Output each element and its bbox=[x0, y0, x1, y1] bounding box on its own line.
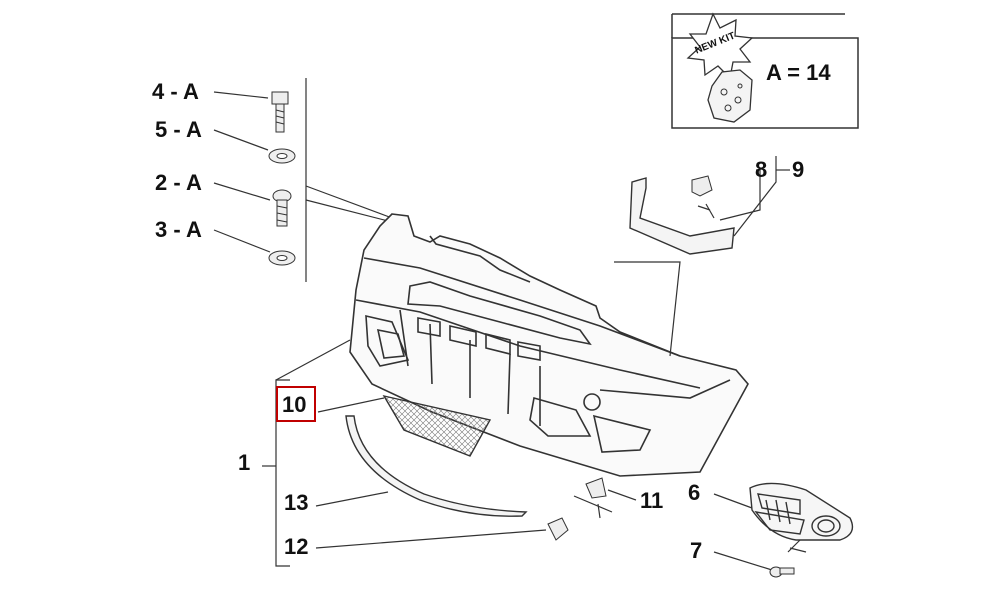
bracket-clip-icon bbox=[585, 477, 607, 499]
callout-7: 7 bbox=[690, 538, 703, 563]
callout-3: 3 - A bbox=[155, 217, 202, 242]
callout-8: 8 bbox=[755, 157, 768, 182]
fog-lamp-grille bbox=[749, 482, 854, 541]
kit-box bbox=[671, 12, 859, 129]
callout-2: 2 - A bbox=[155, 170, 202, 195]
callout-leaders bbox=[262, 156, 807, 571]
lower-trim-strip bbox=[345, 415, 528, 517]
bolt-4-icon bbox=[271, 91, 289, 133]
callout-11: 11 bbox=[640, 488, 664, 513]
screw-2-icon bbox=[272, 189, 292, 227]
callout-12: 12 bbox=[284, 534, 309, 559]
upper-trim-strip bbox=[629, 177, 735, 255]
callout-5: 5 - A bbox=[155, 117, 202, 142]
fastener-leaders bbox=[213, 78, 393, 282]
lower-mesh-grille bbox=[382, 394, 492, 457]
callout-4: 4 - A bbox=[152, 79, 199, 104]
screw-7-icon bbox=[769, 566, 795, 578]
callout-9: 9 bbox=[792, 157, 805, 182]
callout-6: 6 bbox=[688, 480, 701, 505]
kit-bracket-icon bbox=[707, 69, 753, 123]
callout-1: 1 bbox=[238, 450, 251, 475]
highlight-box-10 bbox=[276, 386, 316, 422]
callout-10: 10 bbox=[282, 392, 307, 417]
trim-clip-8-icon bbox=[691, 175, 713, 197]
kit-quantity-label: A = 14 bbox=[766, 60, 831, 85]
tow-hook-cap-icon bbox=[547, 517, 569, 541]
callout-13: 13 bbox=[284, 490, 309, 515]
